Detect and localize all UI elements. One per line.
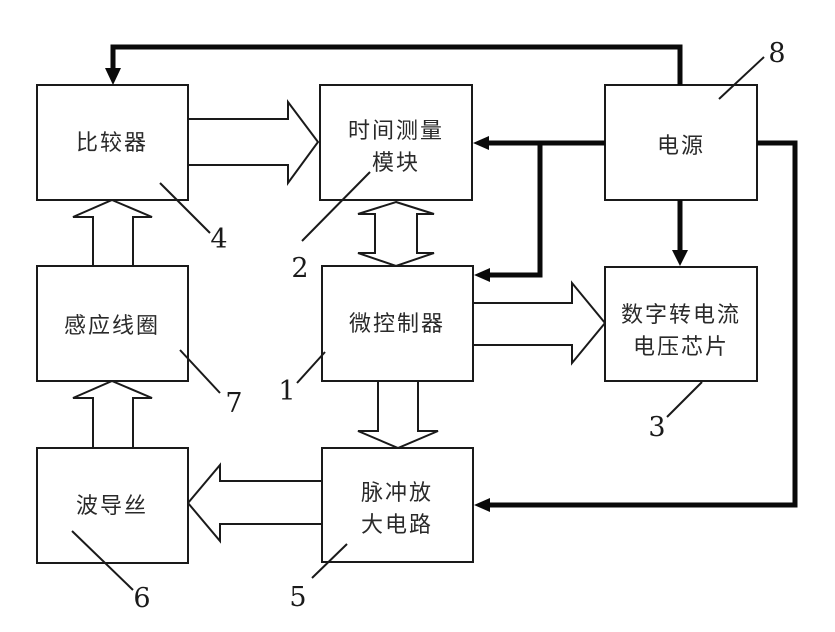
power-arrowhead-into-mcu — [474, 268, 490, 282]
power-arrowhead-into-pulse-amp — [474, 498, 490, 512]
leader-line-6 — [71, 530, 134, 591]
power-line-branch-to-mcu — [490, 143, 543, 278]
leader-line-3 — [666, 381, 703, 418]
block-comparator-label: 比较器 — [76, 130, 148, 155]
hollow-arrow-time-module-mcu-bidirectional — [357, 200, 435, 268]
leader-line-4 — [159, 182, 211, 234]
ref-label-5: 5 — [289, 582, 306, 613]
block-dac-chip-label-line1: 数字转电流 — [621, 302, 741, 327]
block-time-module-label-line2: 模块 — [372, 150, 420, 175]
hollow-arrow-mcu-to-dac-chip — [472, 280, 607, 366]
block-mcu — [321, 265, 474, 382]
ref-label-4: 4 — [210, 224, 227, 255]
power-arrowhead-into-dac-chip — [672, 250, 688, 266]
block-induction-coil — [36, 265, 189, 382]
block-waveguide-label: 波导丝 — [76, 493, 148, 518]
hollow-arrow-comparator-to-time-module — [187, 99, 320, 187]
block-pulse-amp-label-line2: 大电路 — [361, 512, 433, 537]
block-dac-chip-label-line2: 电压芯片 — [633, 334, 729, 359]
block-comparator — [36, 84, 189, 201]
leader-line-1 — [296, 351, 326, 384]
power-arrowhead-into-time-module — [473, 136, 489, 150]
block-mcu-label: 微控制器 — [349, 311, 445, 336]
block-waveguide — [36, 447, 189, 564]
leader-line-7 — [179, 349, 221, 394]
power-line-right-to-pulse-amp — [490, 140, 798, 508]
block-time-module-label-line1: 时间测量 — [348, 118, 444, 143]
block-power-label: 电源 — [657, 133, 705, 158]
ref-label-8: 8 — [768, 38, 785, 69]
hollow-arrow-waveguide-to-coil — [72, 379, 153, 449]
leader-line-2 — [301, 171, 371, 242]
ref-label-6: 6 — [133, 583, 150, 614]
block-time-module — [319, 84, 473, 201]
power-arrowhead-into-comparator — [105, 68, 121, 85]
block-induction-coil-label: 感应线圈 — [64, 313, 160, 338]
block-pulse-amp-label-line1: 脉冲放 — [361, 480, 433, 505]
hollow-arrow-mcu-to-pulse-amp — [357, 380, 439, 450]
block-pulse-amp — [321, 447, 474, 563]
power-line-top-to-comparator — [110, 44, 683, 85]
hollow-arrow-pulse-amp-to-waveguide — [186, 462, 323, 544]
ref-label-2: 2 — [291, 253, 308, 284]
leader-line-5 — [311, 543, 348, 579]
ref-label-1: 1 — [278, 376, 295, 407]
hollow-arrow-coil-to-comparator — [72, 198, 153, 267]
block-dac-chip — [604, 266, 758, 382]
leader-line-8 — [718, 56, 765, 100]
ref-label-7: 7 — [225, 388, 242, 419]
ref-label-3: 3 — [648, 412, 665, 443]
